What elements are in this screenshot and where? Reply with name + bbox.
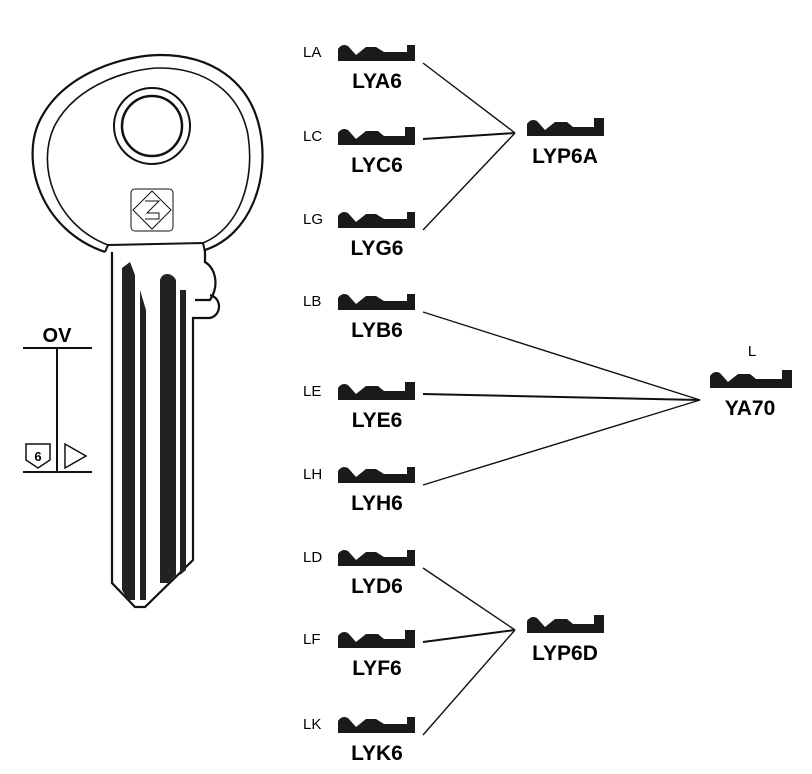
keyway-profile-icon (338, 45, 415, 61)
triangle-right-icon (64, 442, 88, 470)
connector-line (422, 311, 701, 401)
key-hole-inner (120, 94, 184, 158)
connector-line (422, 132, 516, 140)
profile-label: LK (303, 716, 321, 733)
profile-row: LA LYA6 (303, 44, 516, 134)
keyway-profile-icon (527, 118, 604, 136)
keyway-profile-icon (338, 550, 415, 566)
profile-label: LF (303, 631, 321, 648)
profile-row: LK LYK6 (303, 629, 516, 765)
target-label: L (748, 343, 756, 360)
connector-line (422, 62, 516, 134)
keyway-profile-icon (338, 212, 415, 228)
profile-row: LF LYF6 (303, 629, 516, 680)
ov-gauge (23, 347, 92, 473)
target-code: LYP6A (532, 145, 598, 168)
profile-code: LYB6 (351, 319, 403, 342)
profile-row: LE LYE6 (303, 382, 701, 432)
connector-line (422, 399, 701, 486)
key-blade (110, 252, 221, 609)
key-shoulder (104, 241, 206, 253)
target-key: LYP6D (527, 615, 604, 665)
connector-line (422, 393, 701, 401)
keyway-profile-icon (338, 630, 415, 648)
profile-code: LYG6 (351, 237, 404, 260)
target-key: LYP6A (527, 118, 604, 168)
connector-line (422, 629, 516, 736)
profile-row: LH LYH6 (303, 399, 701, 515)
keyway-profile-icon (710, 370, 792, 388)
profile-code: LYH6 (351, 492, 403, 515)
profile-code: LYF6 (352, 657, 401, 680)
key-bow-outer (31, 53, 264, 302)
target-key: L YA70 (710, 343, 792, 420)
keyway-profile-icon (338, 467, 415, 483)
connector-line (422, 132, 516, 231)
keyway-profile-icon (527, 615, 604, 633)
keyway-profile-icon (338, 717, 415, 733)
profile-code: LYD6 (351, 575, 403, 598)
profile-label: LB (303, 293, 321, 310)
profile-code: LYK6 (351, 742, 403, 765)
profile-label: LG (303, 211, 323, 228)
profile-row: LD LYD6 (303, 549, 516, 631)
badge-shield-icon (25, 443, 51, 469)
connector-line (422, 629, 516, 643)
profile-label: LD (303, 549, 322, 566)
profile-label: LC (303, 128, 322, 145)
silca-logo-icon (130, 188, 174, 232)
profile-label: LH (303, 466, 322, 483)
key-hole-outer (113, 87, 191, 165)
profile-code: LYE6 (352, 409, 403, 432)
ov-label: OV (43, 325, 73, 347)
target-code: YA70 (725, 397, 776, 420)
keyway-profile-icon (338, 382, 415, 400)
key-grooves (122, 262, 186, 600)
target-code: LYP6D (532, 642, 598, 665)
key-blank (31, 53, 264, 609)
profile-label: LE (303, 383, 321, 400)
profile-code: LYA6 (352, 70, 402, 93)
profile-row: LC LYC6 (303, 127, 516, 177)
profile-code: LYC6 (351, 154, 403, 177)
profile-label: LA (303, 44, 321, 61)
keyway-profile-icon (338, 127, 415, 145)
profile-row: LB LYB6 (303, 293, 701, 401)
profile-row: LG LYG6 (303, 132, 516, 260)
keyway-profile-icon (338, 294, 415, 310)
badge-number: 6 (34, 449, 41, 464)
connector-line (422, 567, 516, 631)
key-bow-inner (46, 67, 251, 246)
